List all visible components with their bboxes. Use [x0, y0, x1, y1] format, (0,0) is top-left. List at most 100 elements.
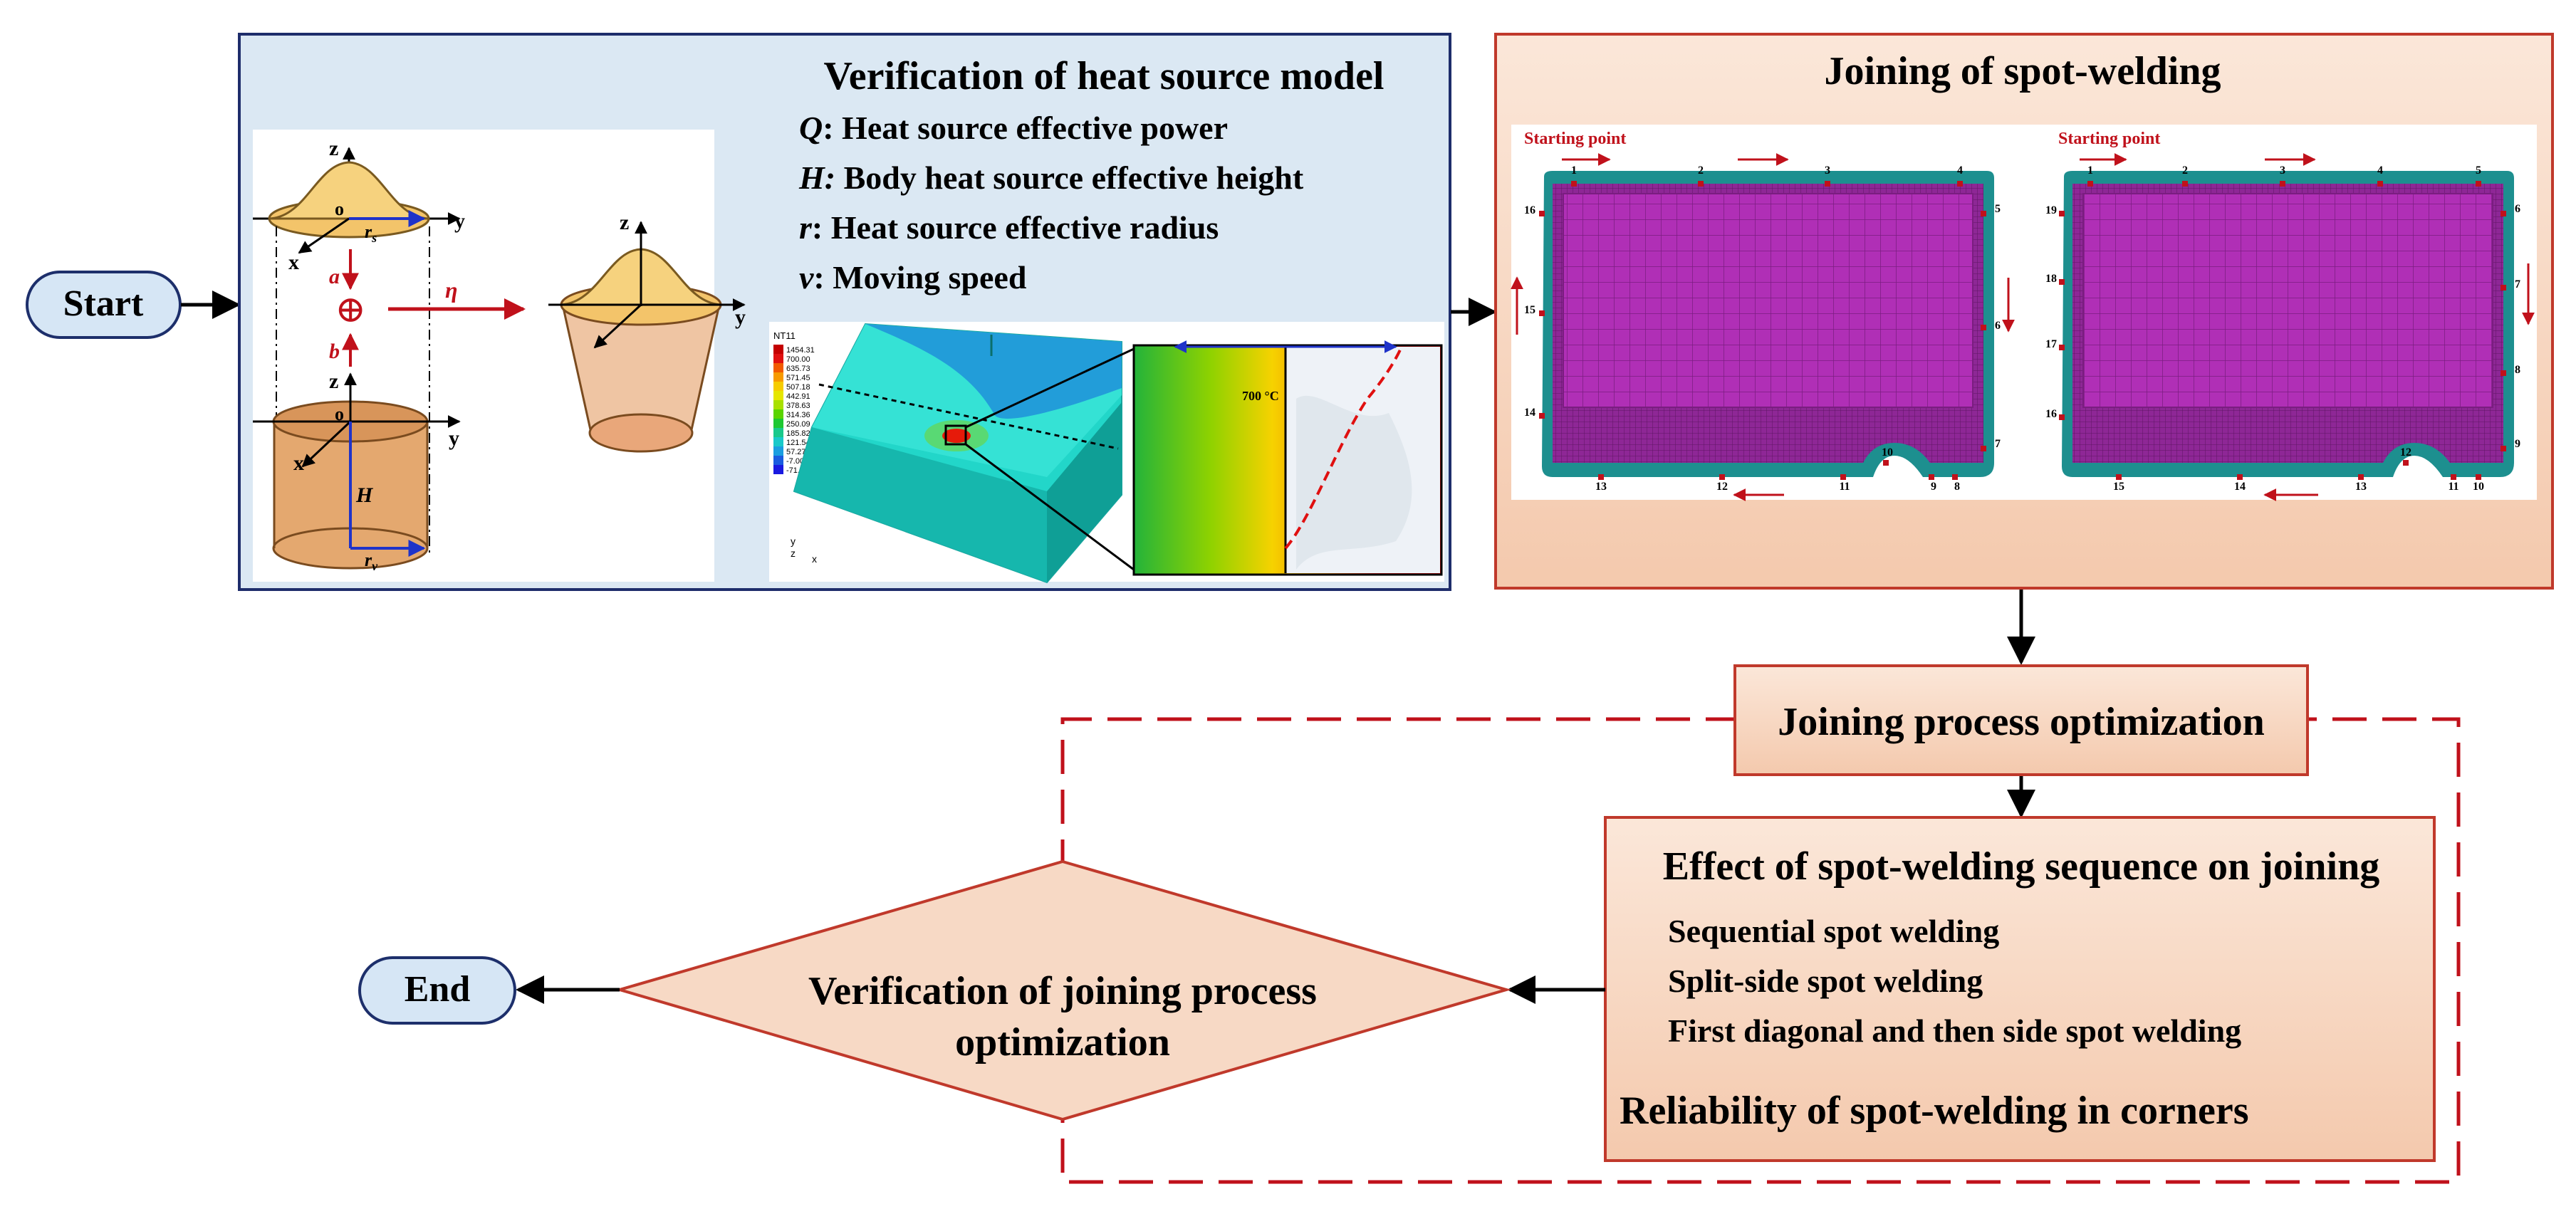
legend-swatch	[773, 382, 783, 391]
weld-point-label: 7	[2515, 278, 2520, 291]
weld-point-marker	[1981, 211, 1986, 216]
weld-point-label: 6	[2515, 203, 2520, 215]
weld-point-marker	[2237, 474, 2243, 480]
weld-point-label: 2	[2182, 164, 2188, 177]
svg-text:rs: rs	[365, 221, 377, 245]
weld-point-label: 3	[1825, 164, 1830, 177]
legend-value: 442.91	[786, 392, 810, 401]
effect-node: Effect of spot-welding sequence on joini…	[1604, 816, 2436, 1162]
legend-value: 507.18	[786, 383, 810, 392]
legend-swatch	[773, 400, 783, 409]
svg-text:NT11: NT11	[773, 330, 796, 341]
weld-point-label: 14	[2234, 481, 2246, 493]
end-label: End	[405, 969, 471, 1010]
legend-value: 314.36	[786, 411, 810, 419]
weld-point-marker	[1571, 181, 1577, 187]
weld-point-marker	[2403, 460, 2409, 466]
weld-point-marker	[1952, 474, 1958, 480]
verification-line2: optimization	[955, 1020, 1170, 1064]
weld-point-label: 19	[2045, 204, 2057, 216]
weld-point-marker	[2476, 474, 2481, 480]
weld-point-marker	[1957, 181, 1963, 187]
svg-text:y: y	[735, 305, 746, 329]
weld-point-label: 10	[2473, 481, 2484, 493]
svg-text:o: o	[335, 199, 344, 219]
weld-point-label: 1	[1571, 164, 1577, 177]
svg-text:z: z	[329, 370, 338, 393]
svg-text:x: x	[288, 251, 299, 274]
legend-value: 250.09	[786, 420, 810, 429]
verification-line1: Verification of joining process	[808, 969, 1317, 1013]
weld-point-marker	[2059, 279, 2065, 285]
svg-text:a: a	[329, 265, 340, 288]
weld-point-marker	[1981, 446, 1986, 451]
weld-point-marker	[2501, 446, 2506, 451]
weld-point-marker	[1539, 310, 1545, 316]
effect-item-0: Sequential spot welding	[1668, 913, 1999, 949]
start-label: Start	[63, 283, 144, 324]
spot-welding-title: Joining of spot-welding	[1825, 49, 2221, 93]
effect-item-2: First diagonal and then side spot weldin…	[1668, 1012, 2241, 1049]
svg-text:η: η	[445, 277, 458, 303]
svg-text:o: o	[335, 404, 344, 424]
weld-point-label: 8	[1954, 481, 1960, 493]
legend-swatch	[773, 391, 783, 400]
weld-point-marker	[2059, 414, 2065, 420]
svg-text:H: H	[355, 483, 374, 507]
weld-point-label: 11	[2448, 481, 2458, 493]
weld-point-label: 16	[2045, 408, 2057, 420]
legend-swatch	[773, 456, 783, 465]
combined-heat-source: z y	[548, 211, 746, 453]
legend-swatch	[773, 363, 783, 372]
legend-swatch	[773, 437, 783, 446]
weld-point-label: 1	[2087, 164, 2093, 177]
svg-text:x: x	[812, 553, 817, 565]
weld-point-label: 18	[2045, 273, 2057, 285]
weld-point-marker	[1539, 413, 1545, 419]
weld-point-marker	[2377, 181, 2383, 187]
legend-value: 57.27	[786, 448, 806, 456]
weld-point-marker	[1929, 474, 1934, 480]
weld-point-label: 5	[1995, 203, 2001, 215]
weld-point-label: 14	[1524, 407, 1535, 419]
legend-swatch	[773, 428, 783, 437]
svg-text:z: z	[791, 548, 796, 559]
fe-simulation-image: NT11 1454.31700.00635.73571.45507.18442.…	[769, 322, 1444, 584]
weld-point-label: 10	[1882, 446, 1893, 459]
weld-point-label: 15	[1524, 304, 1535, 316]
legend-swatch	[773, 372, 783, 382]
legend-swatch	[773, 465, 783, 474]
effect-title: Effect of spot-welding sequence on joini…	[1663, 844, 2379, 889]
cylinder-body-source: z y x o H rv	[253, 370, 461, 573]
weld-point-label: 12	[2400, 446, 2411, 459]
weld-point-label: 11	[1839, 481, 1850, 493]
weld-point-marker	[2501, 211, 2506, 216]
weld-point-label: 8	[2515, 364, 2520, 376]
legend-swatch	[773, 409, 783, 419]
weld-point-marker	[2501, 370, 2506, 376]
effect-item-1: Split-side spot welding	[1668, 963, 1983, 999]
weld-point-marker	[2451, 474, 2456, 480]
weld-point-label: 4	[1957, 164, 1963, 177]
svg-text:x: x	[293, 451, 304, 475]
weld-point-marker	[1598, 474, 1604, 480]
legend-value: 635.73	[786, 365, 810, 373]
optimization-node: Joining process optimization	[1733, 664, 2309, 776]
heat-source-title: Verification of heat source model	[824, 54, 1385, 98]
temperature-legend: NT11 1454.31700.00635.73571.45507.18442.…	[773, 330, 815, 475]
legend-value: 378.63	[786, 402, 810, 410]
weld-point-label: 3	[2280, 164, 2285, 177]
start-node: Start	[26, 271, 182, 339]
weld-point-marker	[2501, 285, 2506, 291]
legend-value: 700.00	[786, 355, 810, 364]
weld-point-marker	[2476, 181, 2481, 187]
weld-point-marker	[1539, 211, 1545, 216]
weld-point-label: 6	[1995, 320, 2001, 332]
weld-point-label: 2	[1698, 164, 1704, 177]
weld-point-marker	[1840, 474, 1846, 480]
weld-point-label: 4	[2377, 164, 2383, 177]
weld-point-marker	[2358, 474, 2364, 480]
optimization-title: Joining process optimization	[1778, 700, 2264, 744]
